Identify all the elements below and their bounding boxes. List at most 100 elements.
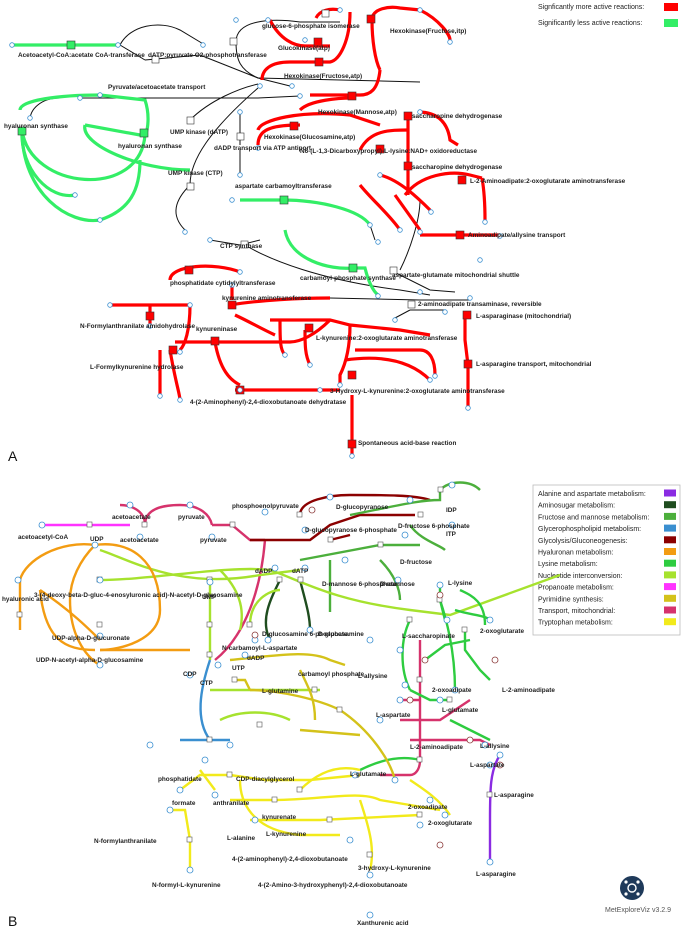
rxn-label-kynurenine-aminotransferase: kynurenine aminotransferase — [222, 295, 312, 302]
rxn-label-saccharopine-dh-2: saccharopine dehydrogenase — [412, 164, 503, 171]
met-label-d-mannose-6p: D-mannose 6-phosphate — [322, 581, 397, 588]
legend-entry-swatch — [664, 594, 676, 602]
rxn-label-saccharopine-dh-1: saccharopine dehydrogenase — [412, 113, 503, 120]
legend-less-active-swatch — [664, 19, 678, 27]
legend-less-active-label: Significantly less active reactions: — [538, 20, 642, 27]
rxn-label-l-asparaginase: L-asparaginase (mitochondrial) — [476, 313, 571, 320]
met-label-l-asparagine: L-asparagine — [494, 792, 534, 799]
legend-entry-swatch — [664, 571, 676, 579]
rxn-label-spontaneous: Spontaneous acid-base reaction — [358, 440, 456, 447]
reaction-node — [139, 128, 149, 138]
met-label-cdp: CDP — [183, 671, 197, 678]
met-label-kynurenate: kynurenate — [262, 814, 297, 821]
rxn-label-hexokinase-fructose-itp: Hexokinase(Fructose,itp) — [390, 28, 466, 35]
reaction-node — [403, 161, 413, 171]
rxn-label-phosphatidate-cytidylyltransferase: phosphatidate cytidylyltransferase — [170, 280, 276, 287]
panel-b-metabolite-nodes-dark — [251, 506, 504, 849]
met-label-carbamoyl-phosphate: carbamoyl phosphate — [298, 671, 364, 678]
met-label-acetoacetyl-coa: acetoacetyl-CoA — [18, 534, 68, 541]
met-label-hyaluronic-acid: hyaluronic acid — [2, 596, 49, 603]
rxn-label-carbamoyl-phosphate-synthase: carbamoyl-phosphate synthase — [300, 275, 396, 282]
reaction-node — [145, 311, 155, 321]
rxn-label-dadp-transport: dADP transport via ATP antiport — [214, 145, 312, 152]
legend-entry-swatch — [664, 512, 676, 520]
legend-entry-label: Aminosugar metabolism: — [538, 503, 615, 510]
met-label-d-mannose: D-mannose — [380, 581, 415, 588]
rxn-label-aminoadipate-aminotransferase: L-2-Aminoadipate:2-oxoglutarate aminotra… — [470, 178, 626, 185]
reaction-node — [463, 359, 473, 369]
panel-a-metabolite-nodes — [9, 7, 503, 459]
legend-entry-swatch — [664, 559, 676, 567]
panel-a-legend: Signficantly more active reactions: Sign… — [538, 3, 678, 27]
met-label-l-glutamate: L-glutamate — [442, 707, 479, 714]
legend-box — [532, 484, 681, 636]
met-label-anthranilate: anthranilate — [213, 800, 250, 807]
legend-entry-swatch — [664, 524, 676, 532]
reaction-node — [314, 57, 324, 67]
rxn-label-acetoacetyl-coa-transferase: Acetoacetyl-CoA:acetate CoA-transferase — [18, 52, 145, 59]
legend-more-active-swatch — [664, 3, 678, 11]
legend-entry-swatch — [664, 606, 676, 614]
reaction-node — [186, 182, 195, 191]
rxn-label-n-formylanthranilate-amidohydrolase: N-Formylanthranilate amidohydrolase — [80, 323, 196, 330]
rxn-label-hexokinase-glucosamine: Hexokinase(Glucosamine,atp) — [264, 134, 355, 141]
reaction-node — [403, 111, 413, 121]
legend-entry-swatch — [664, 501, 676, 509]
rxn-label-aspartate-carbamoyltransferase: aspartate carbamoyltransferase — [235, 183, 332, 190]
met-label-udp-nacetyl-glucosamine: UDP-N-acetyl-alpha-D-glucosamine — [36, 657, 144, 664]
reaction-node — [289, 121, 299, 131]
legend-more-active-label: Signficantly more active reactions: — [538, 4, 644, 11]
met-label-l-saccharopinate: L-saccharopinate — [402, 633, 455, 640]
rxn-label-kynureninase: kynureninase — [196, 326, 238, 333]
met-label-l-glutamine: L-glutamine — [262, 688, 299, 695]
met-label-udp-glucuronate: UDP-alpha-D-glucuronate — [52, 635, 130, 642]
met-label-dadp: dADP — [255, 568, 273, 575]
reaction-node — [17, 126, 27, 136]
met-label-itp: ITP — [446, 531, 457, 538]
reaction-node — [227, 300, 237, 310]
met-label-l-kynurenine: L-kynurenine — [266, 831, 307, 838]
reaction-node — [347, 439, 357, 449]
reaction-node — [375, 144, 385, 154]
met-label-idp: IDP — [446, 507, 457, 514]
panel-a-tag: A — [8, 448, 18, 464]
legend-entry-label: Fructose and mannose metabolism: — [538, 514, 649, 521]
met-label-acetoacetate-2: acetoacetate — [120, 537, 159, 544]
met-label-aminophenyl-dioxobutanoate: 4-(2-aminophenyl)-2,4-dioxobutanoate — [232, 856, 348, 863]
met-label-deoxy-glucosamine: 3-(4-deoxy-beta-D-gluc-4-enosyluronic ac… — [34, 592, 243, 599]
met-label-2-oxoadipate-2: 2-oxoadipate — [408, 804, 448, 811]
reaction-node — [151, 55, 160, 64]
met-label-l-asparagine-2: L-asparagine — [476, 871, 516, 878]
met-label-d-fructose-6p: D-fructose 6-phosphate — [398, 523, 470, 530]
reaction-node — [240, 240, 249, 249]
legend-entry-label: Hyaluronan metabolism: — [538, 550, 614, 557]
reaction-node — [389, 266, 398, 275]
rxn-label-g6p-isomerase: glucose-6-phosphate isomerase — [262, 23, 360, 30]
panel-b-reaction-nodes — [16, 486, 493, 858]
met-label-d-glucosamine-6p: D-glucosamine 6-phosphate — [262, 631, 348, 638]
met-label-xanthurenic-acid: Xanthurenic acid — [357, 920, 409, 927]
panel-b-legend: Alanine and aspartate metabolism:Aminosu… — [532, 484, 681, 636]
rxn-label-aminoadipate-allysine-transport: Aminoadipate/allysine transport — [468, 232, 566, 239]
rxn-label-hydroxy-kynurenine-aminotransferase: 3-Hydroxy-L-kynurenine:2-oxoglutarate am… — [330, 388, 505, 395]
rxn-label-ump-kinase-datp: UMP kinase (dATP) — [170, 129, 228, 136]
rxn-label-hexokinase-fructose-atp: Hexokinase(Fructose,atp) — [284, 73, 362, 80]
legend-entry-swatch — [664, 536, 676, 544]
rxn-label-kynurenine-oxoglutarate-aminotransferase: L-kynurenine:2-oxoglutarate aminotransfe… — [316, 335, 458, 342]
legend-entry-swatch — [664, 618, 676, 626]
rxn-label-hyaluronan-synthase-2: hyaluronan synthase — [118, 143, 182, 150]
met-label-pyruvate-2: pyruvate — [200, 537, 227, 544]
met-label-utp: UTP — [232, 665, 246, 672]
met-label-l-allysine: L-allysine — [358, 673, 388, 680]
version-label: MetExploreViz v3.2.9 — [605, 907, 671, 914]
met-label-l-2-aminoadipate-2: L-2-aminoadipate — [410, 744, 463, 751]
met-label-amino-hydroxyphenyl-dioxobutanoate: 4-(2-Amino-3-hydroxyphenyl)-2,4-dioxobut… — [258, 882, 408, 889]
met-label-pyruvate: pyruvate — [178, 514, 205, 521]
legend-entry-label: Propanoate metabolism: — [538, 585, 614, 592]
rxn-label-aminoadipate-transaminase: 2-aminoadipate transaminase, reversible — [418, 301, 542, 308]
reaction-node — [347, 370, 357, 380]
metexploreviz-logo: MetExploreViz v3.2.9 — [605, 876, 671, 914]
met-label-datp: dATP — [292, 568, 309, 575]
reaction-node — [66, 40, 76, 50]
legend-entry-swatch — [664, 548, 676, 555]
